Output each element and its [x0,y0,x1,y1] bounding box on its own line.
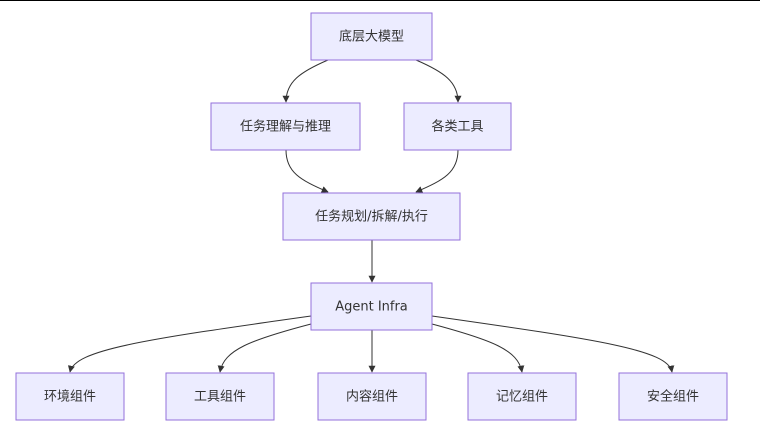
node-agent-infra: Agent Infra [310,282,433,331]
node-agent-infra-label: Agent Infra [335,300,408,315]
edge-base-reason [282,59,329,103]
node-memory-component: 记忆组件 [467,372,577,421]
node-task-reasoning: 任务理解与推理 [210,102,361,151]
node-tools-label: 各类工具 [431,119,483,135]
node-content-component-label: 内容组件 [346,389,398,405]
edge-infra-memory [431,323,525,373]
top-border-line [0,0,760,1]
node-task-planning-label: 任务规划/拆解/执行 [315,209,428,225]
node-tools: 各类工具 [403,102,512,151]
edge-tools-plan [415,149,459,193]
node-memory-component-label: 记忆组件 [496,389,548,405]
node-tool-component: 工具组件 [165,372,275,421]
node-security-component: 安全组件 [618,372,728,421]
node-base-model-label: 底层大模型 [339,29,404,45]
node-env-component: 环境组件 [15,372,125,421]
node-base-model: 底层大模型 [310,12,433,61]
edge-reason-plan [285,149,329,193]
node-content-component: 内容组件 [317,372,427,421]
node-security-component-label: 安全组件 [647,389,699,405]
node-tool-component-label: 工具组件 [194,390,246,405]
node-task-planning: 任务规划/拆解/执行 [282,192,461,241]
edge-base-tools [415,59,462,103]
node-env-component-label: 环境组件 [44,390,96,405]
edge-infra-toolc [217,323,312,373]
node-task-reasoning-label: 任务理解与推理 [240,119,331,135]
edge-infra-security [431,315,675,373]
edge-infra-env [68,315,312,373]
